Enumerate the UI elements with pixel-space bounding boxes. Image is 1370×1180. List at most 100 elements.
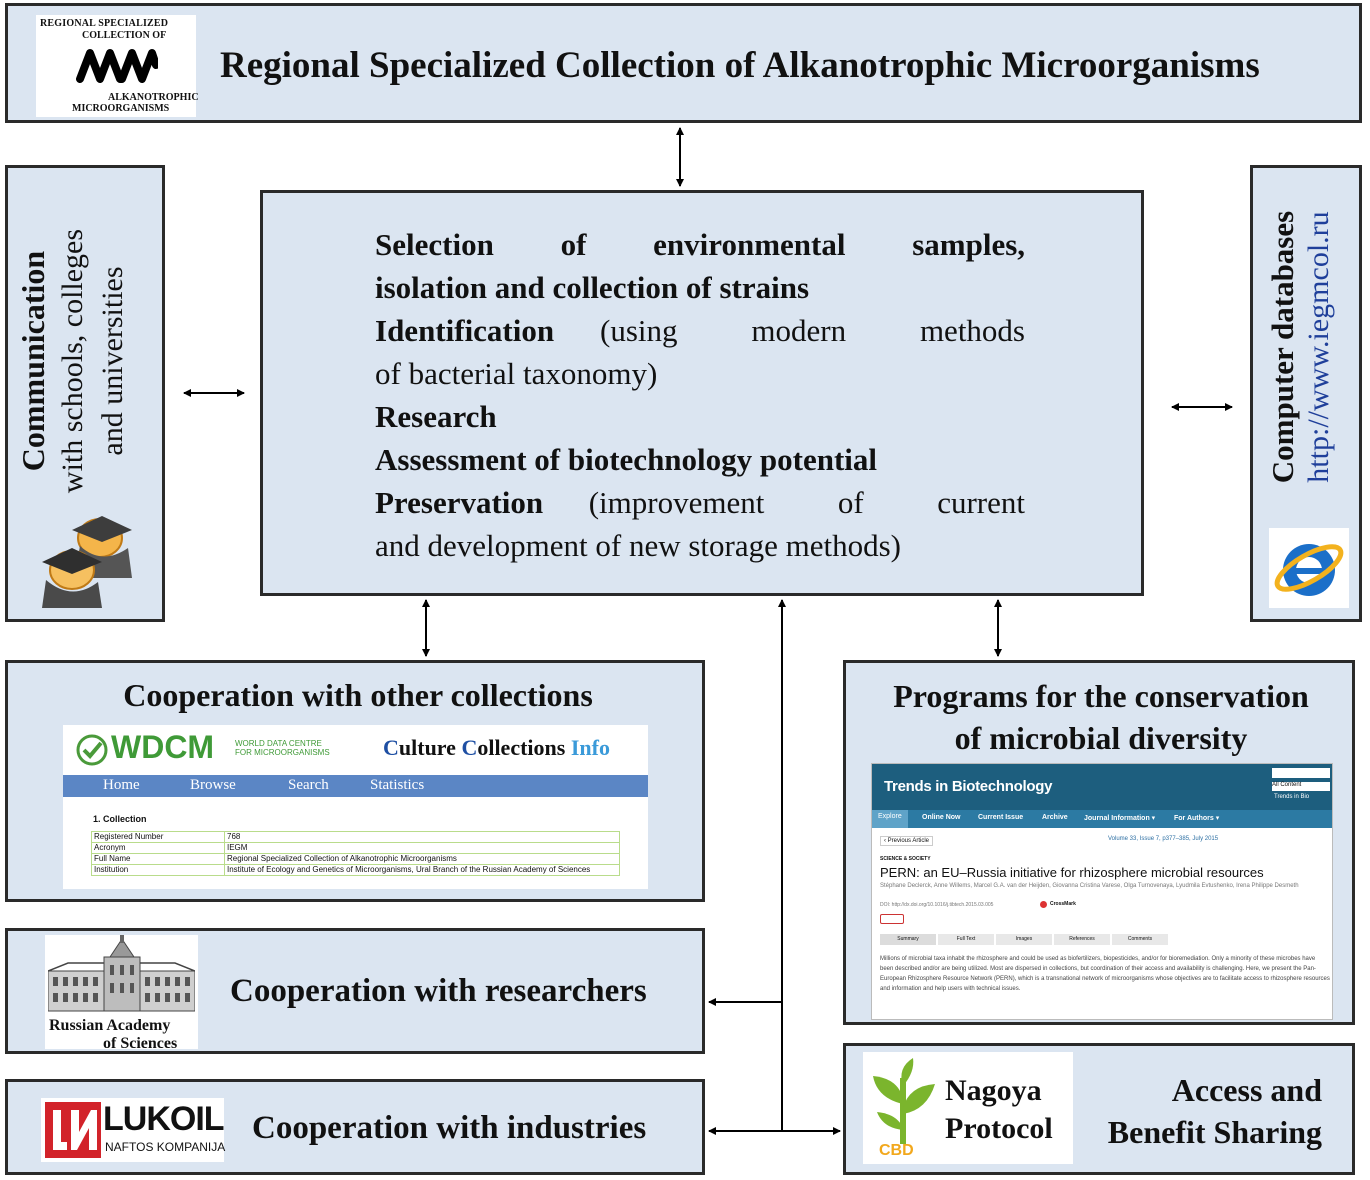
programs-title-line1: Programs for the conservation xyxy=(893,678,1309,714)
ras-logo-line1: Russian Academy xyxy=(49,1017,171,1034)
table-row: Full Name Regional Specialized Collectio… xyxy=(91,853,620,865)
identification-label: Identification xyxy=(375,313,555,348)
browser-icon xyxy=(1269,528,1349,608)
journal-search-input[interactable] xyxy=(1272,768,1330,778)
rsc-logo: REGIONAL SPECIALIZED COLLECTION OF ALKAN… xyxy=(36,15,199,117)
databases-text: Computer databases http://www.iegmcol.ru xyxy=(1265,177,1341,517)
nav-search[interactable]: Search xyxy=(288,777,329,793)
crossmark-icon xyxy=(1040,901,1047,908)
cci-info: Info xyxy=(570,735,610,760)
search-scope[interactable]: Trends in Bio xyxy=(1274,794,1310,800)
table-cell: IEGM xyxy=(224,842,620,854)
tab-full-text[interactable]: Full Text xyxy=(938,934,994,945)
preservation-detail-cont: and development of new storage methods) xyxy=(375,528,901,563)
abs-line1: Access and xyxy=(1171,1072,1322,1108)
databases-url[interactable]: http://www.iegmcol.ru xyxy=(1302,211,1335,483)
cci-w2: ollections xyxy=(477,735,571,760)
journal-name: Trends in Biotechnology xyxy=(884,778,1053,795)
activity-identification: Identification (using modern methods xyxy=(375,309,1025,352)
cci-c2: C xyxy=(461,735,478,760)
identification-detail-cont: of bacterial taxonomy) xyxy=(375,356,658,391)
word-environmental: environmental xyxy=(653,227,846,262)
table-cell: Institute of Ecology and Genetics of Mic… xyxy=(224,864,620,876)
academy-building-icon xyxy=(48,935,195,1012)
table-cell: Institution xyxy=(91,864,225,876)
header-box: REGIONAL SPECIALIZED COLLECTION OF ALKAN… xyxy=(5,3,1362,123)
nav-browse[interactable]: Browse xyxy=(190,777,236,793)
wdcm-screenshot: WDCM WORLD DATA CENTRE FOR MICROORGANISM… xyxy=(63,725,648,889)
lukoil-logo: LUKOIL NAFTOS KOMPANIJA xyxy=(41,1098,226,1162)
industries-label: Cooperation with industries xyxy=(252,1110,647,1146)
table-cell: 768 xyxy=(224,831,620,843)
article-abstract: Millions of microbial taxa inhabit the r… xyxy=(880,956,1330,992)
journal-volume: Volume 33, Issue 7, p377–385, July 2015 xyxy=(1108,836,1219,842)
table-cell: Registered Number xyxy=(91,831,225,843)
table-row: Registered Number 768 xyxy=(91,831,620,843)
abs-line2: Benefit Sharing xyxy=(1107,1114,1322,1150)
cbd-label: CBD xyxy=(879,1142,914,1159)
nav-statistics[interactable]: Statistics xyxy=(370,777,425,793)
culture-collections-info: Culture Collections Info xyxy=(383,735,610,761)
altmetric-icon xyxy=(880,914,904,924)
journal-nav-archive[interactable]: Archive xyxy=(1042,814,1068,821)
main-activities-box: Selection of environmental samples, isol… xyxy=(260,190,1144,596)
journal-nav: Explore Online Now Current Issue Archive… xyxy=(872,810,1332,828)
activity-research: Research xyxy=(375,399,497,434)
word-selection: Selection xyxy=(375,227,494,262)
wdcm-logo: WDCM xyxy=(111,729,215,765)
journal-nav-info[interactable]: Journal Information ▾ xyxy=(1084,815,1156,822)
preservation-label: Preservation xyxy=(375,485,544,520)
article-authors: Stéphane Declerck, Anne Willems, Marcel … xyxy=(880,883,1299,889)
article-doi[interactable]: DOI: http://dx.doi.org/10.1016/j.tibtech… xyxy=(880,902,994,908)
activity-isolation: isolation and collection of strains xyxy=(375,270,810,305)
logo-line-4: MICROORGANISMS xyxy=(72,103,170,114)
table-row: Acronym IEGM xyxy=(91,842,620,854)
databases-box: Computer databases http://www.iegmcol.ru xyxy=(1250,165,1362,622)
alkane-chain-icon xyxy=(76,49,158,83)
ras-logo: Russian Academy of Sciences xyxy=(45,935,198,1052)
wdcm-navbar: Home Browse Search Statistics xyxy=(63,775,648,797)
researchers-box: Russian Academy of Sciences Cooperation … xyxy=(5,928,705,1054)
tab-comments[interactable]: Comments xyxy=(1112,934,1168,945)
journal-nav-online[interactable]: Online Now xyxy=(922,814,961,821)
nagoya-logo: CBD Nagoya Protocol xyxy=(863,1052,1073,1164)
wdcm-collection-table: Registered Number 768 Acronym IEGM Full … xyxy=(91,831,620,876)
activity-assessment: Assessment of biotechnology potential xyxy=(375,442,878,477)
page-title: Regional Specialized Collection of Alkan… xyxy=(220,45,1260,86)
journal-nav-explore[interactable]: Explore xyxy=(872,810,908,828)
lukoil-name: LUKOIL xyxy=(103,1100,225,1138)
databases-title: Computer databases xyxy=(1265,210,1300,484)
journal-nav-current[interactable]: Current Issue xyxy=(978,814,1024,821)
nav-home[interactable]: Home xyxy=(103,777,140,793)
logo-line-3: ALKANOTROPHIC xyxy=(108,92,199,103)
wdcm-logo-sub1: WORLD DATA CENTRE xyxy=(235,739,322,748)
coop-collections-box: Cooperation with other collections WDCM … xyxy=(5,660,705,902)
activity-preservation: Preservation (improvement of current xyxy=(375,481,1025,524)
cci-w1: ulture xyxy=(398,735,462,760)
journal-nav-authors[interactable]: For Authors ▾ xyxy=(1174,815,1220,822)
tab-images[interactable]: Images xyxy=(996,934,1052,945)
lukoil-sub: NAFTOS KOMPANIJA xyxy=(105,1140,226,1154)
programs-box: Programs for the conservation of microbi… xyxy=(843,660,1355,1025)
tab-references[interactable]: References xyxy=(1054,934,1110,945)
logo-line-2: COLLECTION OF xyxy=(82,30,167,41)
preservation-detail: (improvement of current xyxy=(588,485,1026,520)
table-row: Institution Institute of Ecology and Gen… xyxy=(91,864,620,876)
lukoil-mark-icon xyxy=(45,1102,101,1158)
nagoya-box: CBD Nagoya Protocol Access and Benefit S… xyxy=(843,1043,1355,1175)
cbd-plant-icon xyxy=(873,1058,935,1144)
researchers-label: Cooperation with researchers xyxy=(230,973,647,1009)
tab-summary[interactable]: Summary xyxy=(880,934,936,945)
search-select[interactable]: All Content xyxy=(1272,782,1330,791)
article-tabs: Summary Full Text Images References Comm… xyxy=(880,934,1330,945)
wdcm-logo-sub2: FOR MICROORGANISMS xyxy=(235,748,330,757)
previous-article-link[interactable]: ‹ Previous Article xyxy=(880,836,934,846)
trends-screenshot: Trends in Biotechnology All Content Tren… xyxy=(871,763,1333,1020)
word-of: of xyxy=(560,227,587,262)
checkmark-icon xyxy=(76,734,108,766)
coop-collections-title: Cooperation with other collections xyxy=(123,677,593,713)
word-samples: samples, xyxy=(912,227,1026,262)
activities-list: Selection of environmental samples, isol… xyxy=(375,223,1025,567)
programs-title-line2: of microbial diversity xyxy=(954,720,1248,756)
ras-logo-line2: of Sciences xyxy=(103,1035,178,1052)
